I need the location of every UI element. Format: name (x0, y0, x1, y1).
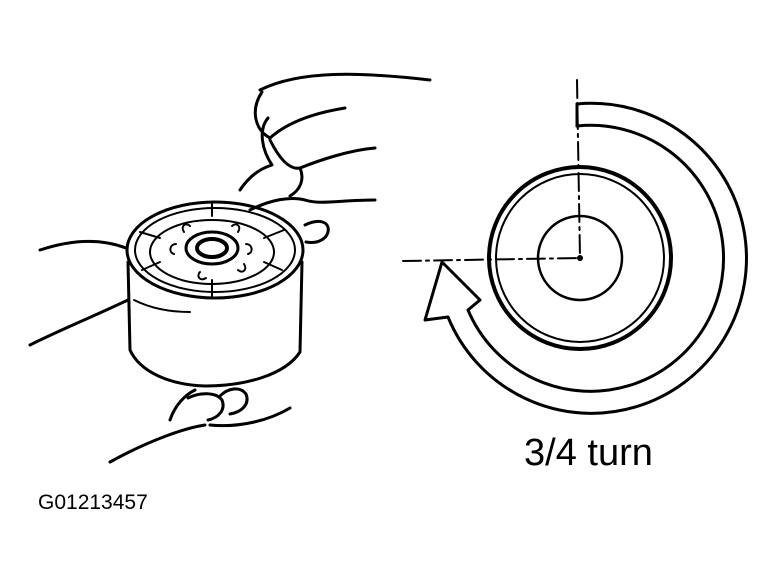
rotation-arrow-icon (423, 101, 748, 415)
turn-amount-label: 3/4 turn (524, 432, 653, 474)
filter-rim (125, 200, 305, 300)
filter-thread-icon (195, 237, 229, 259)
filter-center-hole (184, 230, 240, 266)
filter-gasket (134, 207, 296, 293)
filter-top-view-inner (495, 173, 665, 343)
figure-id-label: G01213457 (38, 491, 148, 514)
filter-base-plate (149, 219, 275, 285)
vertical-reference-line (576, 79, 581, 259)
filter-ribs (139, 203, 285, 297)
oil-filter-assembly (28, 72, 432, 464)
filter-top-view-outer (487, 165, 673, 351)
horizontal-reference-line (402, 257, 581, 262)
filter-body (126, 260, 304, 388)
rotation-diagram (402, 79, 748, 415)
filter-inlet-holes (169, 223, 253, 281)
hand-illustration (28, 72, 432, 464)
